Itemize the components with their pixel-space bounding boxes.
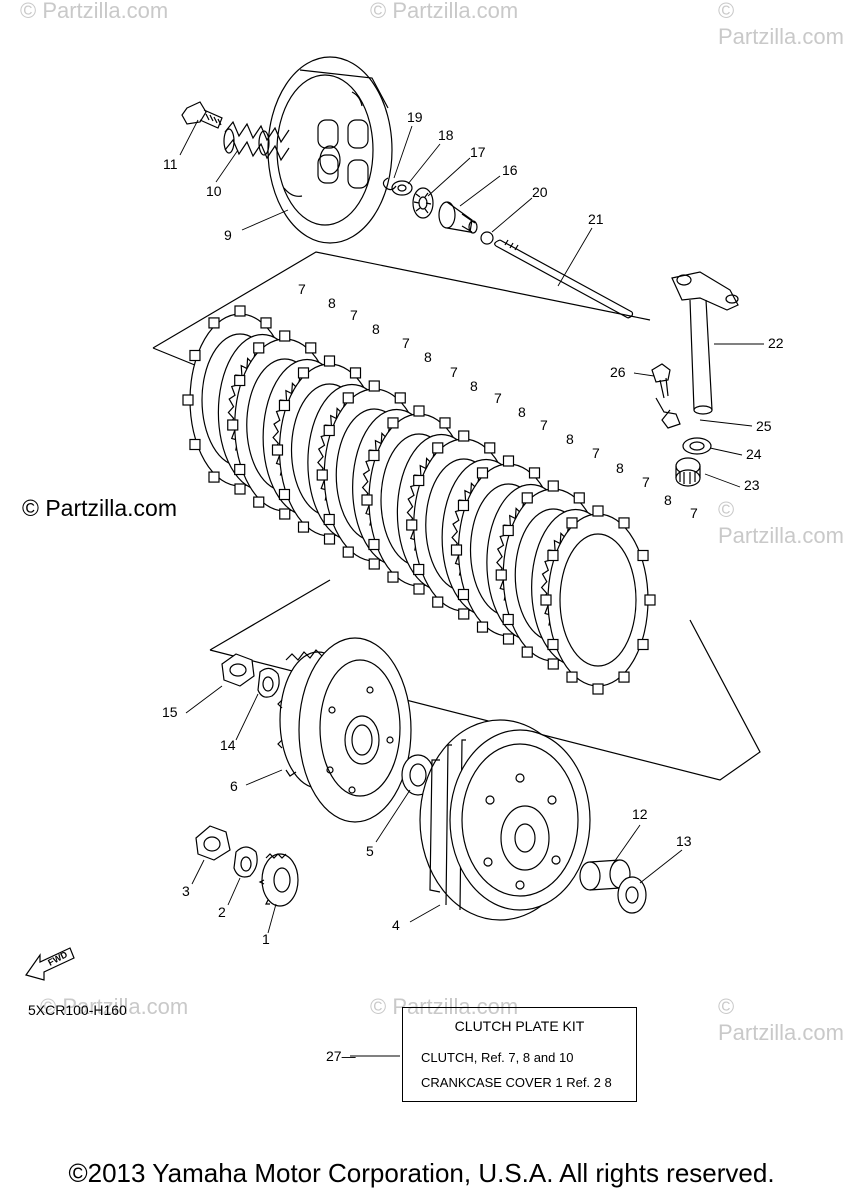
callout-7d: 7 bbox=[450, 364, 458, 380]
callout-13: 13 bbox=[676, 833, 692, 849]
plate-pack-outline-lower bbox=[209, 579, 761, 781]
callout-9: 9 bbox=[224, 227, 232, 243]
callout-8g: 8 bbox=[616, 460, 624, 476]
callout-7a: 7 bbox=[298, 281, 306, 297]
callout-3: 3 bbox=[182, 883, 190, 899]
bolt-part bbox=[181, 101, 223, 129]
ball-part bbox=[480, 231, 494, 245]
callout-4: 4 bbox=[392, 917, 400, 933]
callout-12: 12 bbox=[632, 806, 648, 822]
callout-20: 20 bbox=[532, 184, 548, 200]
callout-26: 26 bbox=[610, 364, 626, 380]
callout-16: 16 bbox=[502, 162, 518, 178]
clutch-boss-part bbox=[277, 637, 412, 823]
washer-13-part bbox=[617, 876, 647, 914]
needle-bearing-part bbox=[675, 457, 701, 487]
callout-22: 22 bbox=[768, 335, 784, 351]
watermark-mid-left: © Partzilla.com bbox=[22, 495, 177, 521]
callout-6: 6 bbox=[230, 778, 238, 794]
callout-27: 27— bbox=[326, 1048, 356, 1064]
callout-23: 23 bbox=[744, 477, 760, 493]
callout-19: 19 bbox=[407, 109, 423, 125]
watermark-bottom-right: © Partzilla.com bbox=[718, 994, 843, 1045]
locknut-part bbox=[221, 653, 255, 687]
clutch-housing-part bbox=[419, 719, 591, 921]
callout-7c: 7 bbox=[402, 335, 410, 351]
kit-line-1: CLUTCH, Ref. 7, 8 and 10 bbox=[421, 1050, 574, 1065]
watermark-bottom-left: © Partzilla.com bbox=[40, 994, 189, 1019]
copyright-notice: ©2013 Yamaha Motor Corporation, U.S.A. A… bbox=[68, 1158, 775, 1188]
washer-part bbox=[391, 180, 413, 196]
callout-11: 11 bbox=[163, 156, 178, 172]
callout-7f: 7 bbox=[540, 417, 548, 433]
callout-18: 18 bbox=[438, 127, 454, 143]
clutch-plate-kit-box: CLUTCH PLATE KIT CLUTCH, Ref. 7, 8 and 1… bbox=[402, 1007, 637, 1102]
watermark-top-left: © Partzilla.com bbox=[20, 0, 169, 23]
lock-washer-2-part bbox=[233, 846, 258, 878]
push-rod-part bbox=[438, 201, 478, 234]
friction-plate bbox=[540, 505, 656, 695]
nut-part bbox=[195, 825, 231, 861]
long-push-rod-part bbox=[494, 239, 634, 319]
circlip-part bbox=[382, 177, 397, 191]
fwd-arrow-icon bbox=[25, 947, 75, 981]
primary-drive-gear-part bbox=[258, 853, 299, 907]
callout-8f: 8 bbox=[566, 431, 574, 447]
stopper-part bbox=[655, 397, 681, 429]
watermark-mid-right: © Partzilla.com bbox=[718, 497, 843, 548]
kit-title: CLUTCH PLATE KIT bbox=[454, 1018, 585, 1034]
callout-8c: 8 bbox=[424, 349, 432, 365]
kit-line-2: CRANKCASE COVER 1 Ref. 2 8 bbox=[421, 1075, 612, 1090]
callout-5: 5 bbox=[366, 843, 374, 859]
clutch-plate-stack bbox=[182, 305, 656, 695]
watermark-bottom-center: © Partzilla.com bbox=[370, 994, 519, 1019]
callout-21: 21 bbox=[588, 211, 604, 227]
callout-7i: 7 bbox=[690, 505, 698, 521]
push-lever-shaft-part bbox=[671, 271, 739, 415]
callout-7h: 7 bbox=[642, 474, 650, 490]
callout-7g: 7 bbox=[592, 445, 600, 461]
callout-10: 10 bbox=[206, 183, 222, 199]
diagram-code: 5XCR100-H160 bbox=[28, 1002, 127, 1018]
callout-14: 14 bbox=[220, 737, 236, 753]
callout-24: 24 bbox=[746, 446, 762, 462]
watermark-top-center: © Partzilla.com bbox=[370, 0, 519, 23]
callout-17: 17 bbox=[470, 144, 486, 160]
callout-8d: 8 bbox=[470, 378, 478, 394]
clutch-spring-part bbox=[223, 120, 290, 162]
callout-7b: 7 bbox=[350, 307, 358, 323]
leader-lines bbox=[179, 119, 764, 934]
lock-washer-part bbox=[257, 667, 280, 698]
bearing-part bbox=[412, 187, 434, 219]
callout-8a: 8 bbox=[328, 295, 336, 311]
callout-1: 1 bbox=[262, 931, 270, 947]
callout-8b: 8 bbox=[372, 321, 380, 337]
callout-15: 15 bbox=[162, 704, 178, 720]
callout-8h: 8 bbox=[664, 492, 672, 508]
callout-7e: 7 bbox=[494, 390, 502, 406]
pressure-plate-part bbox=[267, 56, 393, 244]
oil-seal-part bbox=[682, 437, 712, 455]
callout-8e: 8 bbox=[518, 404, 526, 420]
shaft-bolt-part bbox=[651, 363, 671, 399]
callout-2: 2 bbox=[218, 904, 226, 920]
watermark-top-right: © Partzilla.com bbox=[718, 0, 843, 49]
callout-25: 25 bbox=[756, 418, 772, 434]
